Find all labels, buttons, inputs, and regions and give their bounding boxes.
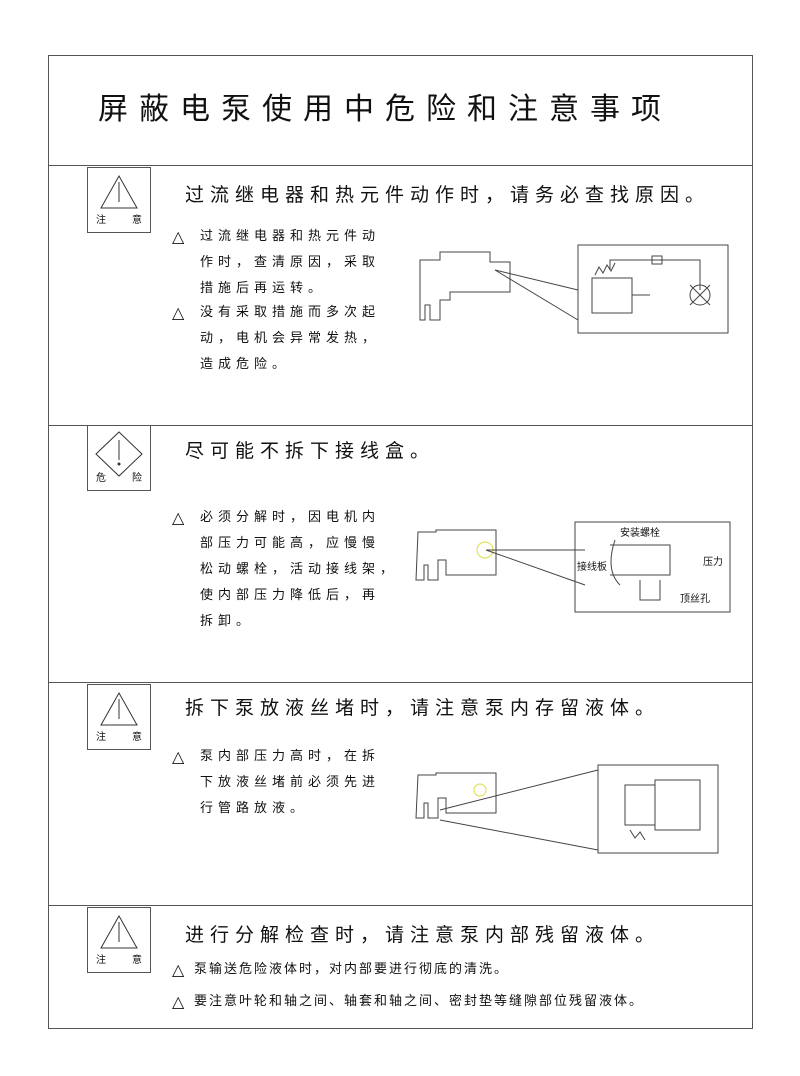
bullet: △ 没有采取措施而多次起动，电机会异常发热， 造成危险。: [172, 300, 380, 378]
label-bolt: 安装螺栓: [620, 528, 660, 539]
caution-badge: 注 意: [87, 684, 151, 750]
drain-plug-diagram: [415, 764, 719, 854]
caution-badge: 注 意: [87, 907, 151, 973]
bullet-line: 要注意叶轮和轴之间、轴套和轴之间、密封垫等缝隙部位残留液体。: [194, 994, 645, 1009]
triangle-icon: △: [172, 747, 190, 766]
bullet-line: 泵内部压力高时，在拆: [200, 749, 381, 764]
danger-badge: 危 险: [87, 425, 151, 491]
badge-label: 险: [132, 473, 142, 484]
bullet: △ 泵内部压力高时，在拆下放液丝堵前必须先进行管路放液。: [172, 744, 380, 822]
badge-label: 意: [132, 215, 142, 226]
bullet-line: 行管路放液。: [200, 801, 309, 816]
divider: [48, 905, 753, 906]
bullet-line: 动，电机会异常发热，: [200, 331, 381, 346]
section-heading: 过流继电器和热元件动作时，请务必查找原因。: [185, 184, 711, 206]
bullet-line: 松动螺栓，活动接线架，: [200, 562, 399, 577]
label-screw-hole: 顶丝孔: [680, 594, 710, 605]
bullet-line: 作时，查清原因，采取: [200, 255, 381, 270]
triangle-icon: △: [172, 303, 190, 322]
triangle-icon: △: [172, 992, 187, 1011]
bullet-line: 使内部压力降低后，再: [200, 588, 381, 603]
label-board: 接线板: [577, 562, 607, 573]
badge-label: 意: [132, 732, 142, 743]
warning-triangle-icon: [100, 914, 138, 949]
bullet-line: 造成危险。: [200, 357, 291, 372]
bullet: △ 过流继电器和热元件动作时，查清原因，采取措施后再运转。: [172, 224, 380, 302]
divider: [48, 682, 753, 683]
bullet: △ 要注意叶轮和轴之间、轴套和轴之间、密封垫等缝隙部位残留液体。: [172, 989, 644, 1015]
bullet: △ 必须分解时，因电机内部压力可能高，应慢慢松动螺栓，活动接线架， 使内部压力降低…: [172, 505, 398, 635]
section-heading: 拆下泵放液丝堵时，请注意泵内存留液体。: [185, 697, 661, 719]
bullet-line: 没有采取措施而多次起: [200, 305, 381, 320]
bullet-line: 泵输送危险液体时，对内部要进行彻底的清洗。: [194, 962, 510, 977]
divider: [48, 165, 753, 166]
badge-label: 意: [132, 955, 142, 966]
bullet-line: 下放液丝堵前必须先进: [200, 775, 381, 790]
label-pressure: 压力: [703, 557, 723, 568]
triangle-icon: △: [172, 508, 190, 527]
bullet-line: 部压力可能高，应慢慢: [200, 536, 381, 551]
bullet-line: 过流继电器和热元件动: [200, 229, 381, 244]
page-title: 屏蔽电泵使用中危险和注意事项: [98, 92, 672, 127]
junction-box-diagram: [415, 521, 731, 613]
divider: [48, 425, 753, 426]
badge-label: 注: [96, 215, 106, 226]
bullet: △ 泵输送危险液体时，对内部要进行彻底的清洗。: [172, 957, 509, 983]
bullet-line: 拆卸。: [200, 614, 255, 629]
badge-label: 危: [96, 473, 106, 484]
caution-badge: 注 意: [87, 167, 151, 233]
badge-label: 注: [96, 732, 106, 743]
triangle-icon: △: [172, 960, 187, 979]
danger-diamond-icon: [95, 431, 143, 477]
section-heading: 尽可能不拆下接线盒。: [185, 440, 436, 462]
warning-triangle-icon: [100, 174, 138, 209]
relay-diagram: [419, 244, 729, 334]
warning-triangle-icon: [100, 691, 138, 726]
triangle-icon: △: [172, 227, 190, 246]
document-frame: [48, 55, 753, 1029]
badge-label: 注: [96, 955, 106, 966]
bullet-line: 措施后再运转。: [200, 281, 327, 296]
section-heading: 进行分解检查时，请注意泵内部残留液体。: [185, 924, 661, 946]
bullet-line: 必须分解时，因电机内: [200, 510, 381, 525]
